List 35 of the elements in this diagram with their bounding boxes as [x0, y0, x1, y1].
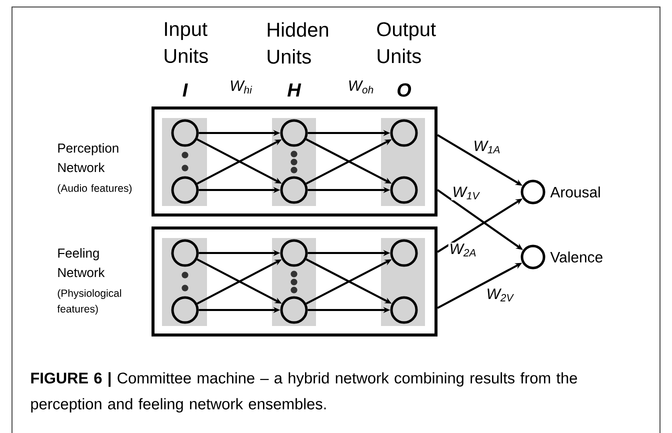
unit-symbol: O — [398, 83, 412, 97]
unit-circle — [520, 244, 546, 270]
unit-circle — [171, 296, 199, 324]
unit-circle — [171, 176, 199, 204]
column-heading: Hidden Units — [268, 22, 328, 64]
network-label: Perception Network — [58, 143, 118, 172]
unit-circle — [280, 296, 308, 324]
column-heading: Input Units — [164, 22, 208, 63]
unit-circle — [280, 119, 308, 147]
unit-circle — [171, 119, 199, 147]
unit-symbol: H — [288, 84, 302, 96]
network-label: (Audio features) — [58, 184, 132, 194]
output-label: Arousal — [550, 186, 600, 198]
edge-label: W$_{1A}$ — [472, 140, 502, 154]
weight-symbol: W$_{oh}$ — [349, 80, 374, 94]
weight-symbol: W$_{hi}$ — [230, 80, 252, 94]
unit-circle — [390, 176, 418, 204]
unit-circle — [280, 176, 308, 204]
unit-circle — [280, 239, 308, 267]
network-box — [152, 226, 438, 336]
unit-circle — [390, 119, 418, 147]
network-box — [152, 106, 438, 216]
unit-circle — [390, 239, 418, 267]
edge-label: W$_{2V}$ — [485, 288, 515, 302]
network-label: (Physiological features) — [57, 289, 122, 315]
column-heading: Output Units — [377, 22, 436, 64]
unit-circle — [171, 239, 199, 267]
edge-label: W$_{2A}$ — [448, 242, 478, 258]
unit-symbol: I — [182, 84, 188, 96]
unit-circle — [390, 296, 418, 324]
edge-label: W$_{1V}$ — [451, 186, 481, 200]
figure-caption: FIGURE 6 | Committee machine – a hybrid network combining results from the perception and feeling network ensembles. — [31, 372, 577, 412]
network-label: Feeling Network — [58, 248, 105, 278]
unit-circle — [520, 180, 546, 204]
output-label: Valence — [550, 252, 602, 262]
